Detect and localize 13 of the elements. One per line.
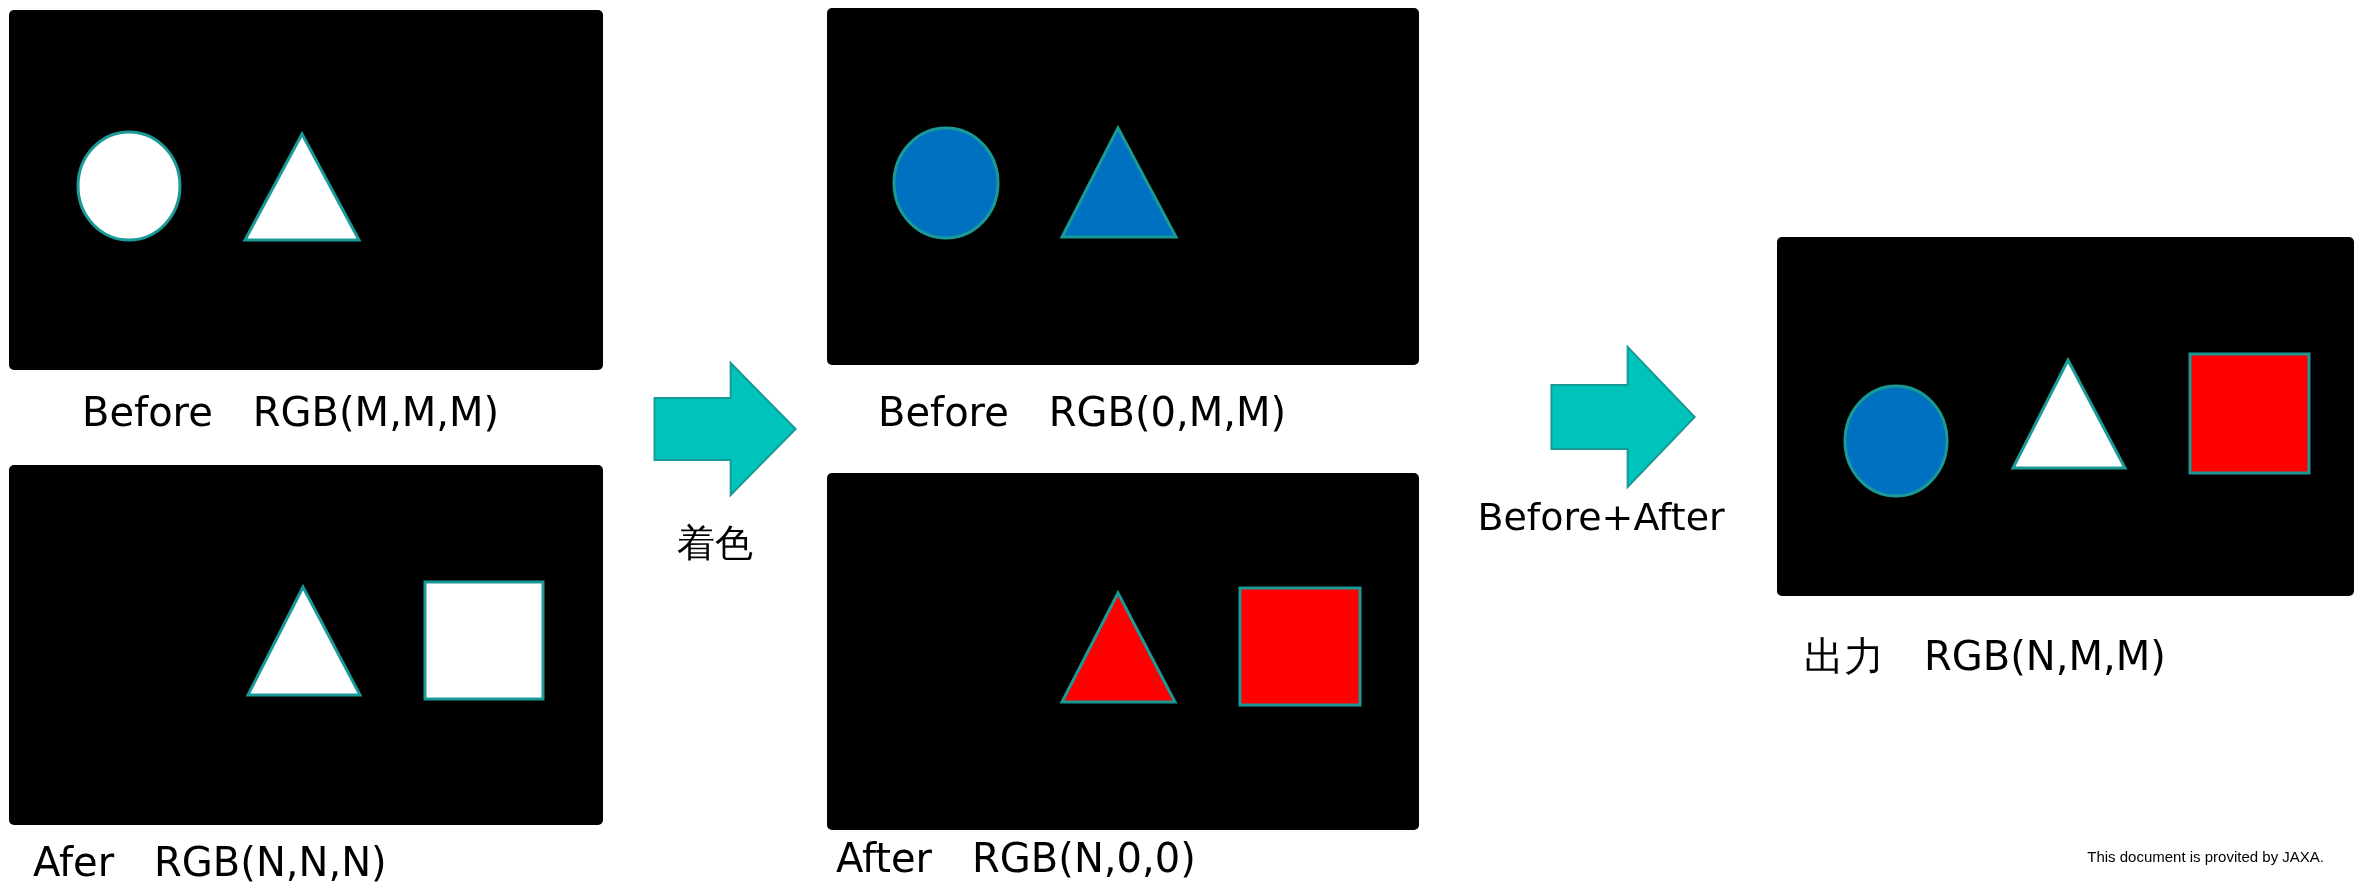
image-panel: [1777, 237, 2354, 596]
image-panel: [9, 465, 603, 825]
caption-text: Before RGB(M,M,M): [82, 390, 500, 434]
block-arrow: [653, 360, 798, 498]
caption-text: 出力 RGB(N,M,M): [1804, 634, 2166, 678]
caption-text: Afer RGB(N,N,N): [33, 840, 387, 884]
image-panel: [9, 10, 603, 370]
caption-text: After RGB(N,0,0): [836, 836, 1196, 880]
block-arrow: [1550, 344, 1697, 490]
source-note: This document is provited by JAXA.: [2087, 848, 2324, 865]
image-panel: [827, 473, 1419, 830]
caption-text: Before RGB(0,M,M): [878, 390, 1287, 434]
image-panel: [827, 8, 1419, 365]
